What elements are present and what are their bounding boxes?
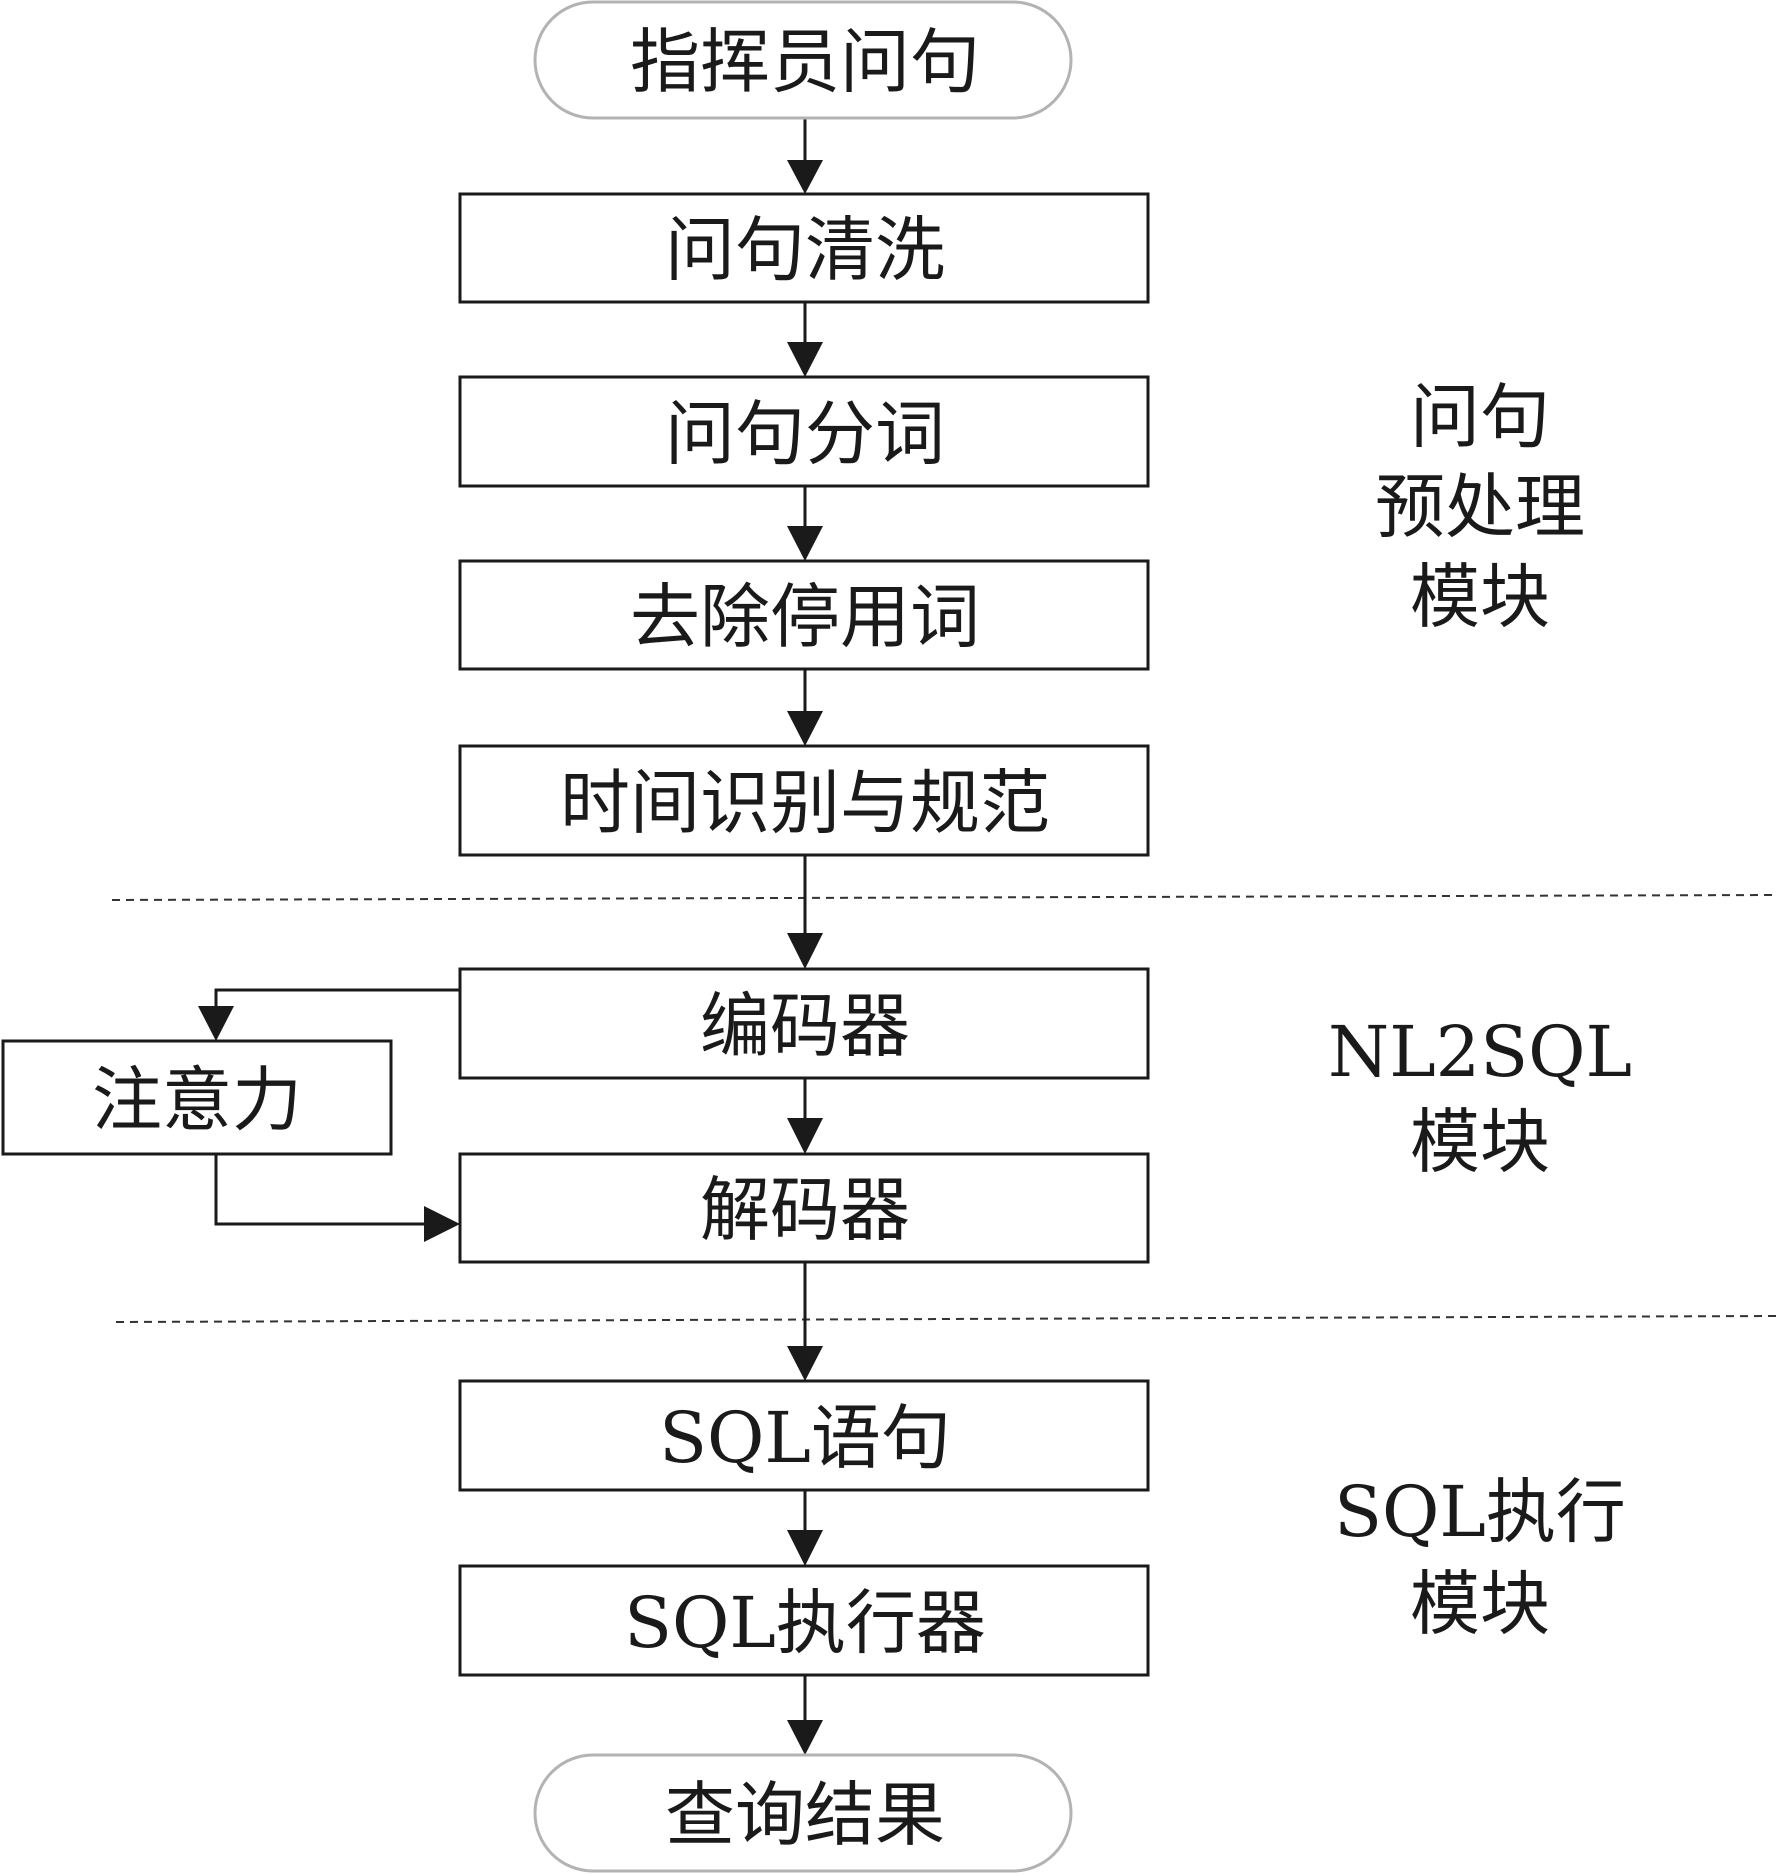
node-sql-statement-label: SQL语句	[659, 1397, 951, 1479]
module-label-nl2sql: NL2SQL 模块	[1328, 1011, 1632, 1183]
node-encoder-label: 编码器	[700, 985, 910, 1067]
edge-time-to-encoder	[787, 855, 823, 969]
node-time-normalization: 时间识别与规范	[458, 744, 1150, 857]
edge-encoder-to-attention	[198, 988, 460, 1041]
edge-start-to-clean	[787, 118, 823, 194]
node-sql-executor: SQL执行器	[458, 1564, 1150, 1677]
edges	[198, 118, 823, 1755]
node-attention: 注意力	[1, 1039, 393, 1156]
module-preprocess-line-2: 预处理	[1375, 466, 1585, 548]
node-remove-stopwords: 去除停用词	[458, 559, 1150, 671]
edge-stopwords-to-time	[787, 669, 823, 746]
edge-encoder-to-decoder	[787, 1078, 823, 1154]
node-question-segment-label: 问句分词	[665, 393, 945, 475]
edge-decoder-to-sql	[787, 1262, 823, 1381]
node-start-label: 指挥员问句	[630, 21, 980, 103]
node-attention-label: 注意力	[92, 1059, 302, 1141]
edge-clean-to-segment	[787, 302, 823, 377]
node-decoder-label: 解码器	[700, 1169, 910, 1251]
edge-segment-to-stopwords	[787, 486, 823, 561]
node-end: 查询结果	[533, 1753, 1073, 1873]
edge-sql-to-executor	[787, 1490, 823, 1566]
module-preprocess-line-3: 模块	[1410, 556, 1550, 638]
node-question-clean-label: 问句清洗	[665, 209, 945, 291]
node-question-clean: 问句清洗	[458, 192, 1150, 304]
node-remove-stopwords-label: 去除停用词	[630, 576, 980, 658]
node-sql-executor-label: SQL执行器	[624, 1582, 986, 1664]
node-time-normalization-label: 时间识别与规范	[560, 762, 1050, 844]
separator-preprocess-nl2sql	[111, 894, 1777, 901]
node-decoder: 解码器	[458, 1152, 1150, 1264]
module-label-preprocess: 问句 预处理 模块	[1375, 376, 1585, 638]
node-encoder: 编码器	[458, 967, 1150, 1080]
node-start: 指挥员问句	[533, 0, 1073, 120]
node-question-segment: 问句分词	[458, 375, 1150, 488]
node-end-label: 查询结果	[665, 1774, 945, 1856]
edge-attention-to-decoder	[214, 1154, 460, 1242]
module-label-sql-exec: SQL执行 模块	[1334, 1471, 1626, 1645]
module-preprocess-line-1: 问句	[1410, 376, 1550, 458]
module-sql-exec-line-1: SQL执行	[1334, 1471, 1626, 1553]
edge-executor-to-result	[787, 1675, 823, 1755]
module-sql-exec-line-2: 模块	[1410, 1563, 1550, 1645]
node-sql-statement: SQL语句	[458, 1379, 1150, 1492]
module-nl2sql-line-1: NL2SQL	[1328, 1011, 1632, 1093]
module-nl2sql-line-2: 模块	[1410, 1101, 1550, 1183]
separator-nl2sql-sqlexec	[115, 1315, 1777, 1323]
